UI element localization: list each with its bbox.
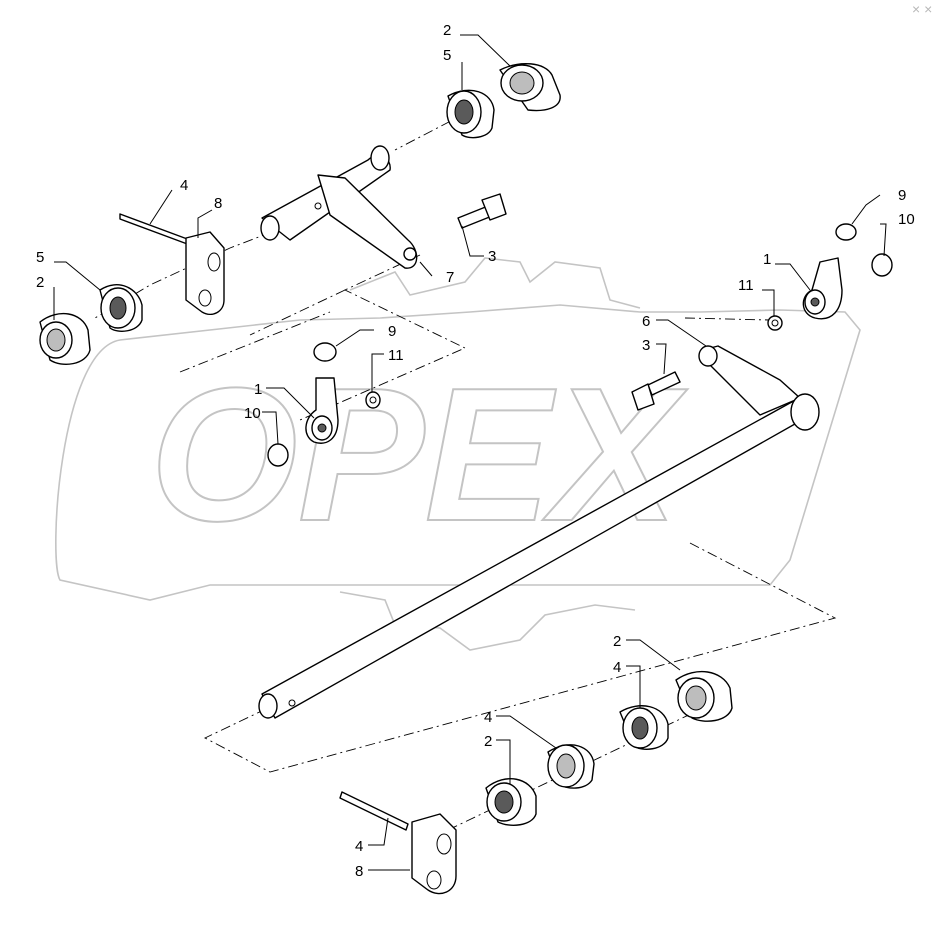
opex-watermark: OPEX × × <box>55 1 932 651</box>
bushing-bottom-right <box>619 705 669 750</box>
corner-mark: × × <box>912 1 932 17</box>
callout-2-bottom-mid: 2 <box>484 733 492 750</box>
callout-10-right: 10 <box>898 211 915 228</box>
callout-2-bottom-right: 2 <box>613 633 621 650</box>
callout-11-right: 11 <box>738 277 754 294</box>
bushing-bottom-mid <box>547 744 595 789</box>
callout-6: 6 <box>642 313 650 330</box>
nut-9-right <box>835 223 857 241</box>
callout-2-left: 2 <box>36 274 44 291</box>
flanged-bushing-left <box>39 312 91 366</box>
callout-11-center: 11 <box>388 347 404 364</box>
flanged-bushing-bottom-right <box>675 670 733 722</box>
long-shaft <box>258 345 820 719</box>
callout-4-pin-lower: 4 <box>355 838 363 855</box>
callout-5-top: 5 <box>443 47 451 64</box>
callout-10-center: 10 <box>244 405 261 422</box>
callout-2-top: 2 <box>443 22 451 39</box>
callout-4-pin-upper: 4 <box>180 177 188 194</box>
bushing-top <box>446 89 495 139</box>
bushing-left <box>99 284 143 332</box>
callout-4-bushing-right: 4 <box>613 659 621 676</box>
callout-labels: 2 5 4 8 5 2 3 7 9 10 1 11 6 3 9 11 1 10 … <box>36 22 915 880</box>
nut-9-center <box>313 342 337 362</box>
nut-10-center <box>267 443 289 467</box>
plate-lower <box>411 813 457 895</box>
leader-lines <box>53 34 887 871</box>
callout-1-center: 1 <box>254 381 262 398</box>
rod-end-right <box>802 257 843 320</box>
lever-arm <box>260 145 418 269</box>
callout-7: 7 <box>446 269 454 286</box>
flanged-bushing-bottom-mid <box>485 778 537 826</box>
bolt-lower <box>631 371 681 411</box>
bolt-upper <box>457 193 507 229</box>
washer-11-right <box>767 315 783 331</box>
callout-8-upper: 8 <box>214 195 222 212</box>
callout-9-right: 9 <box>898 187 906 204</box>
pin-lower <box>339 791 409 831</box>
callout-9-center: 9 <box>388 323 396 340</box>
flanged-bushing-top <box>499 63 561 112</box>
plate-upper <box>185 231 225 316</box>
pin-upper <box>119 213 191 246</box>
callout-5-left: 5 <box>36 249 44 266</box>
callout-8-lower: 8 <box>355 863 363 880</box>
rod-end-center <box>305 377 339 444</box>
washer-11-center <box>365 391 381 409</box>
callout-1-right: 1 <box>763 251 771 268</box>
callout-4-bushing-mid: 4 <box>484 709 492 726</box>
callout-3-upper: 3 <box>488 248 496 265</box>
nut-10-right <box>871 253 893 277</box>
callout-3-lower: 3 <box>642 337 650 354</box>
